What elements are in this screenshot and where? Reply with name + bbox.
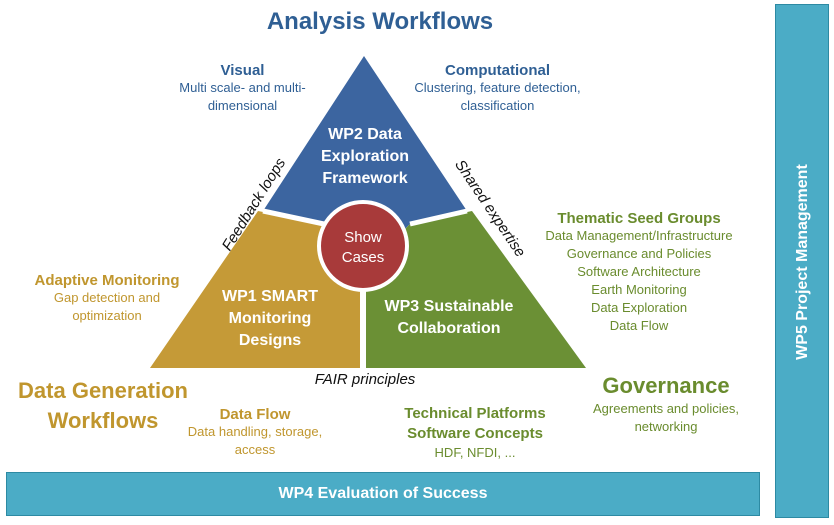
show-cases-circle xyxy=(317,200,409,292)
data-flow-block: Data Flow Data handling, storage, access xyxy=(170,406,340,459)
computational-block: Computational Clustering, feature detect… xyxy=(400,62,595,115)
governance-block: Governance Agreements and policies, netw… xyxy=(576,372,756,436)
technical-platforms-heading: Technical Platforms xyxy=(404,405,546,422)
technical-platforms-block: Technical Platforms Software Concepts HD… xyxy=(385,404,565,462)
wp3-label: WP3 Sustainable Collaboration xyxy=(384,298,514,337)
triangle-left-segment xyxy=(150,211,365,368)
software-concepts-heading: Software Concepts xyxy=(407,425,543,442)
computational-heading: Computational xyxy=(445,62,550,79)
wp5-bar: WP5 Project Management xyxy=(775,4,829,518)
data-flow-heading: Data Flow xyxy=(219,406,291,423)
visual-heading: Visual xyxy=(220,62,265,79)
fair-principles-label: FAIR principles xyxy=(314,371,416,388)
triangle-top-segment xyxy=(263,56,467,268)
adaptive-monitoring-block: Adaptive Monitoring Gap detection and op… xyxy=(22,272,192,325)
data-generation-workflows-title: Data Generation Workflows xyxy=(18,378,188,433)
governance-heading: Governance xyxy=(602,373,730,398)
visual-block: Visual Multi scale- and multi- dimension… xyxy=(160,62,325,115)
wp4-bar: WP4 Evaluation of Success xyxy=(6,472,760,516)
wp5-label: WP5 Project Management xyxy=(794,164,811,360)
wp2-label: WP2 Data Exploration Framework xyxy=(320,126,409,187)
thematic-seed-groups-block: Thematic Seed Groups Data Management/Inf… xyxy=(530,210,748,335)
thematic-heading: Thematic Seed Groups xyxy=(557,210,721,227)
triangle-right-segment xyxy=(366,211,586,368)
show-cases-label: Show Cases xyxy=(341,229,385,266)
diagram-title: Analysis Workflows xyxy=(266,8,494,35)
wp1-label: WP1 SMART Monitoring Designs xyxy=(222,288,318,349)
adaptive-monitoring-heading: Adaptive Monitoring xyxy=(34,272,180,289)
wp4-label: WP4 Evaluation of Success xyxy=(278,485,488,502)
